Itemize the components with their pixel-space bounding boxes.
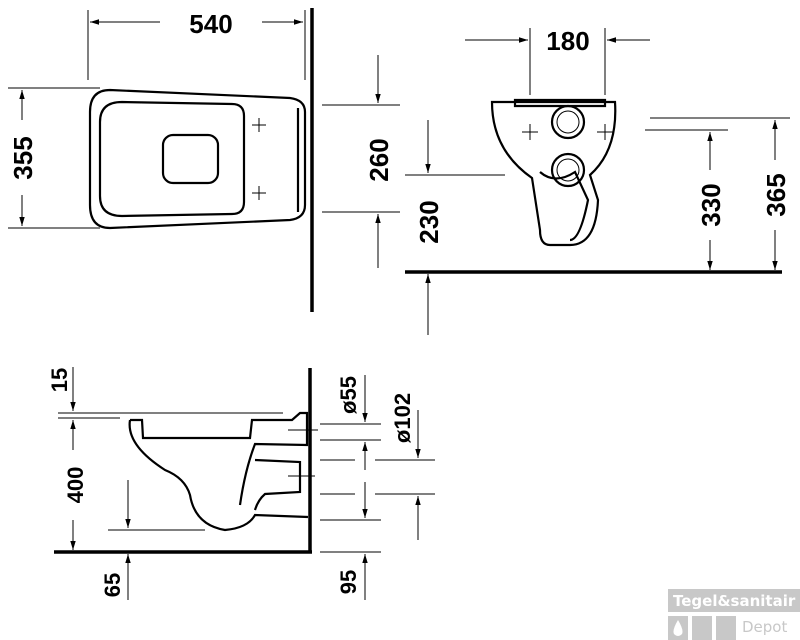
mount-hole-icon	[597, 124, 613, 140]
dim-400: 400	[63, 467, 88, 504]
lid-opening	[161, 133, 220, 185]
dim-365: 365	[761, 173, 791, 216]
seat-outline	[98, 100, 246, 218]
dim-55: ø55	[336, 376, 361, 414]
dim-102: ø102	[390, 393, 415, 443]
dim-230: 230	[414, 200, 444, 243]
drop-icon	[673, 620, 683, 636]
bowl-outline	[88, 88, 307, 230]
dim-depth: 355	[8, 136, 38, 179]
front-view: 230 180 330 365	[405, 26, 791, 335]
mount-hole-icon	[252, 118, 266, 132]
mount-hole-icon	[522, 124, 538, 140]
dim-65: 65	[100, 573, 125, 597]
dim-15: 15	[47, 368, 72, 392]
dim-260: 260	[364, 138, 394, 181]
dim-180: 180	[546, 26, 589, 56]
mount-hole-icon	[252, 186, 266, 200]
dim-width: 540	[189, 9, 232, 39]
top-view: 540 355 260	[8, 8, 400, 312]
dim-330: 330	[696, 183, 726, 226]
inlet-circle	[550, 152, 586, 188]
bowl-front-outline	[490, 100, 617, 247]
watermark-logo: Tegel&sanitair Depot	[668, 589, 800, 640]
logo-line1: Tegel&sanitair	[673, 592, 796, 610]
outlet-circle	[550, 104, 586, 140]
dim-95: 95	[336, 570, 361, 594]
logo-line2: Depot	[742, 618, 787, 636]
bowl-side-outline	[130, 411, 309, 506]
side-view: 15 400 65 ø55 ø102 95	[47, 367, 435, 600]
